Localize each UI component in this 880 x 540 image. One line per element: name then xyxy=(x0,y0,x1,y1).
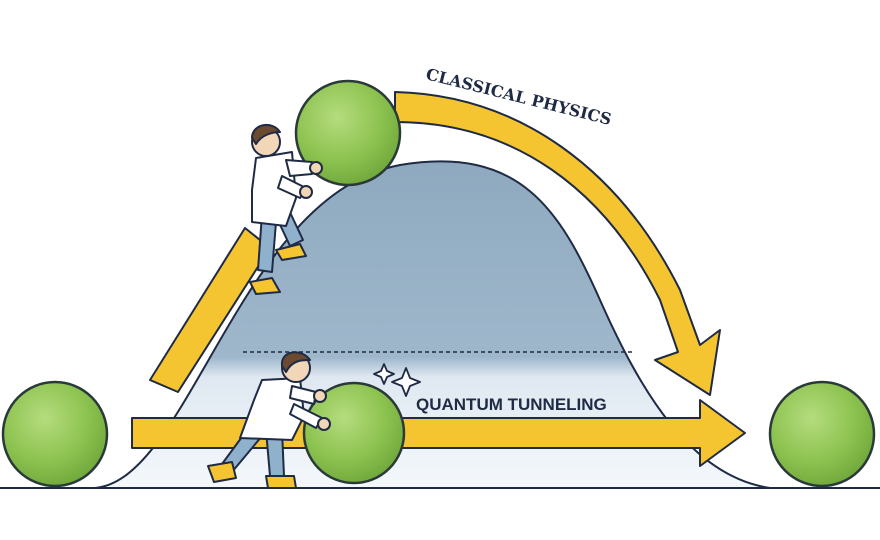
scientist-climbing xyxy=(249,123,323,295)
quantum-tunneling-label: QUANTUM TUNNELING xyxy=(416,395,607,414)
sparkle-icon xyxy=(373,363,421,397)
quantum-arrow xyxy=(131,399,746,467)
ball-right xyxy=(768,380,876,488)
ball-top xyxy=(294,79,402,187)
scientist-pushing xyxy=(207,351,331,489)
ball-middle xyxy=(302,381,406,485)
ball-left xyxy=(1,380,109,488)
